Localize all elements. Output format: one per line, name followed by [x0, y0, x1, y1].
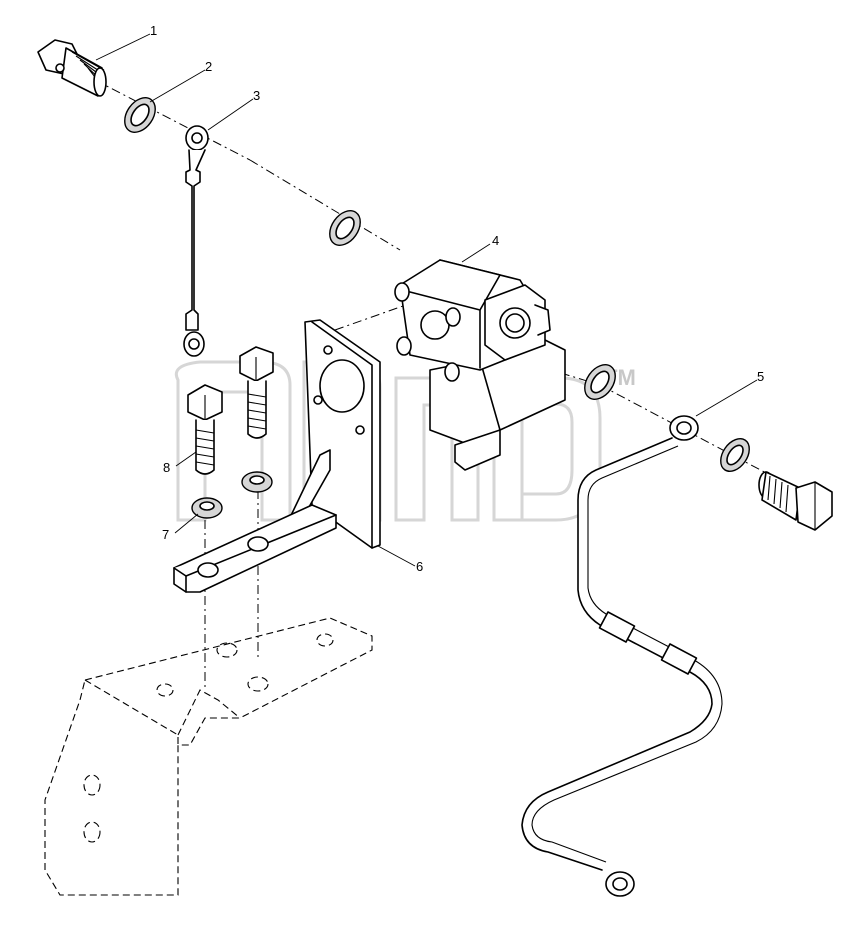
- callout-6: 6: [416, 559, 423, 574]
- mating-frame-phantom: [44, 617, 373, 896]
- part-1-banjo-bolt: [37, 39, 107, 97]
- sealing-washer-middle: [329, 210, 361, 246]
- sealing-washer-far-right: [720, 438, 750, 472]
- callout-3: 3: [253, 88, 260, 103]
- part-8-hex-bolt-left: [187, 384, 223, 475]
- watermark-logo: TM: [174, 360, 636, 522]
- callout-7: 7: [162, 527, 169, 542]
- callout-5: 5: [757, 369, 764, 384]
- callout-4: 4: [492, 233, 499, 248]
- part-7-spring-washer-right: [241, 471, 273, 493]
- part-2-sealing-washer: [124, 97, 156, 133]
- callout-2: 2: [205, 59, 212, 74]
- callout-1: 1: [150, 23, 157, 38]
- part-4-valve-assembly: [394, 259, 566, 471]
- banjo-bolt-right: [758, 471, 833, 531]
- part-7-spring-washer-left: [191, 497, 223, 519]
- sealing-washer-right: [584, 364, 616, 400]
- part-5-hydraulic-pipe: [521, 415, 723, 897]
- leader-lines: [95, 33, 758, 567]
- part-6-mounting-bracket: [173, 319, 381, 593]
- part-8-hex-bolt-right: [239, 346, 274, 439]
- part-3-pipe: [183, 125, 209, 357]
- callout-8: 8: [163, 460, 170, 475]
